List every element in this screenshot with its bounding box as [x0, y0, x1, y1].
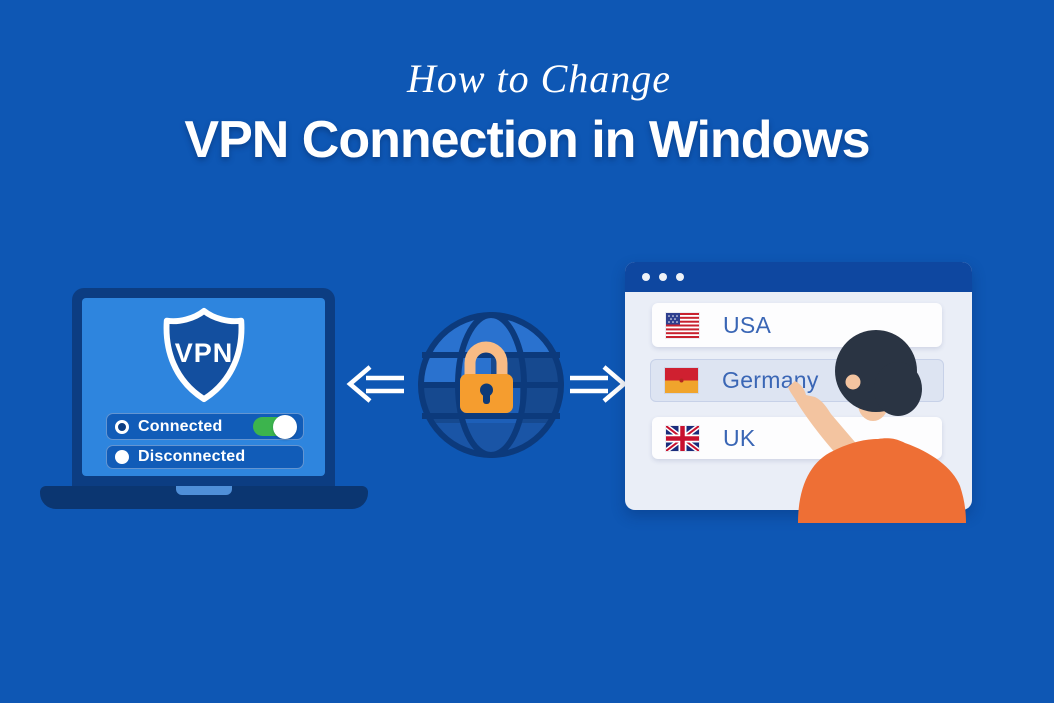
window-dot-icon	[659, 273, 667, 281]
laptop-base	[40, 486, 368, 509]
laptop-screen: VPN Connected Disconnected	[82, 298, 325, 476]
radio-selected-icon	[115, 419, 129, 434]
status-row-disconnected[interactable]: Disconnected	[106, 445, 304, 469]
title-script-line: How to Change	[406, 56, 672, 101]
shield-label: VPN	[174, 338, 234, 368]
country-label: UK	[723, 424, 756, 451]
laptop-notch	[176, 486, 232, 495]
person-shirt	[798, 438, 966, 523]
lock-icon	[460, 341, 513, 413]
shield-shape	[163, 307, 245, 403]
window-dot-icon	[676, 273, 684, 281]
person-hair	[835, 330, 922, 416]
window-dot-icon	[642, 273, 650, 281]
laptop-illustration: VPN Connected Disconnected	[72, 288, 335, 486]
connected-toggle[interactable]	[253, 414, 297, 439]
double-arrow-left-icon	[346, 365, 404, 403]
usa-flag-icon	[666, 312, 699, 338]
globe-lock-icon	[418, 312, 564, 458]
vpn-shield-icon: VPN	[154, 306, 254, 404]
double-arrow-right-icon	[570, 365, 628, 403]
status-row-connected[interactable]: Connected	[106, 413, 304, 440]
person-pointing	[788, 330, 966, 523]
window-titlebar	[625, 262, 972, 292]
uk-flag-icon	[666, 425, 699, 451]
germany-flag-icon	[665, 368, 698, 393]
status-label: Connected	[138, 417, 223, 435]
page-title: VPN Connection in Windows	[184, 111, 870, 169]
person-ear	[845, 374, 861, 390]
radio-unselected-icon	[115, 450, 129, 464]
title-block: How to Change VPN Connection in Windows	[0, 0, 1054, 170]
toggle-knob	[273, 414, 297, 439]
status-label: Disconnected	[138, 448, 246, 465]
country-label: USA	[723, 311, 772, 338]
